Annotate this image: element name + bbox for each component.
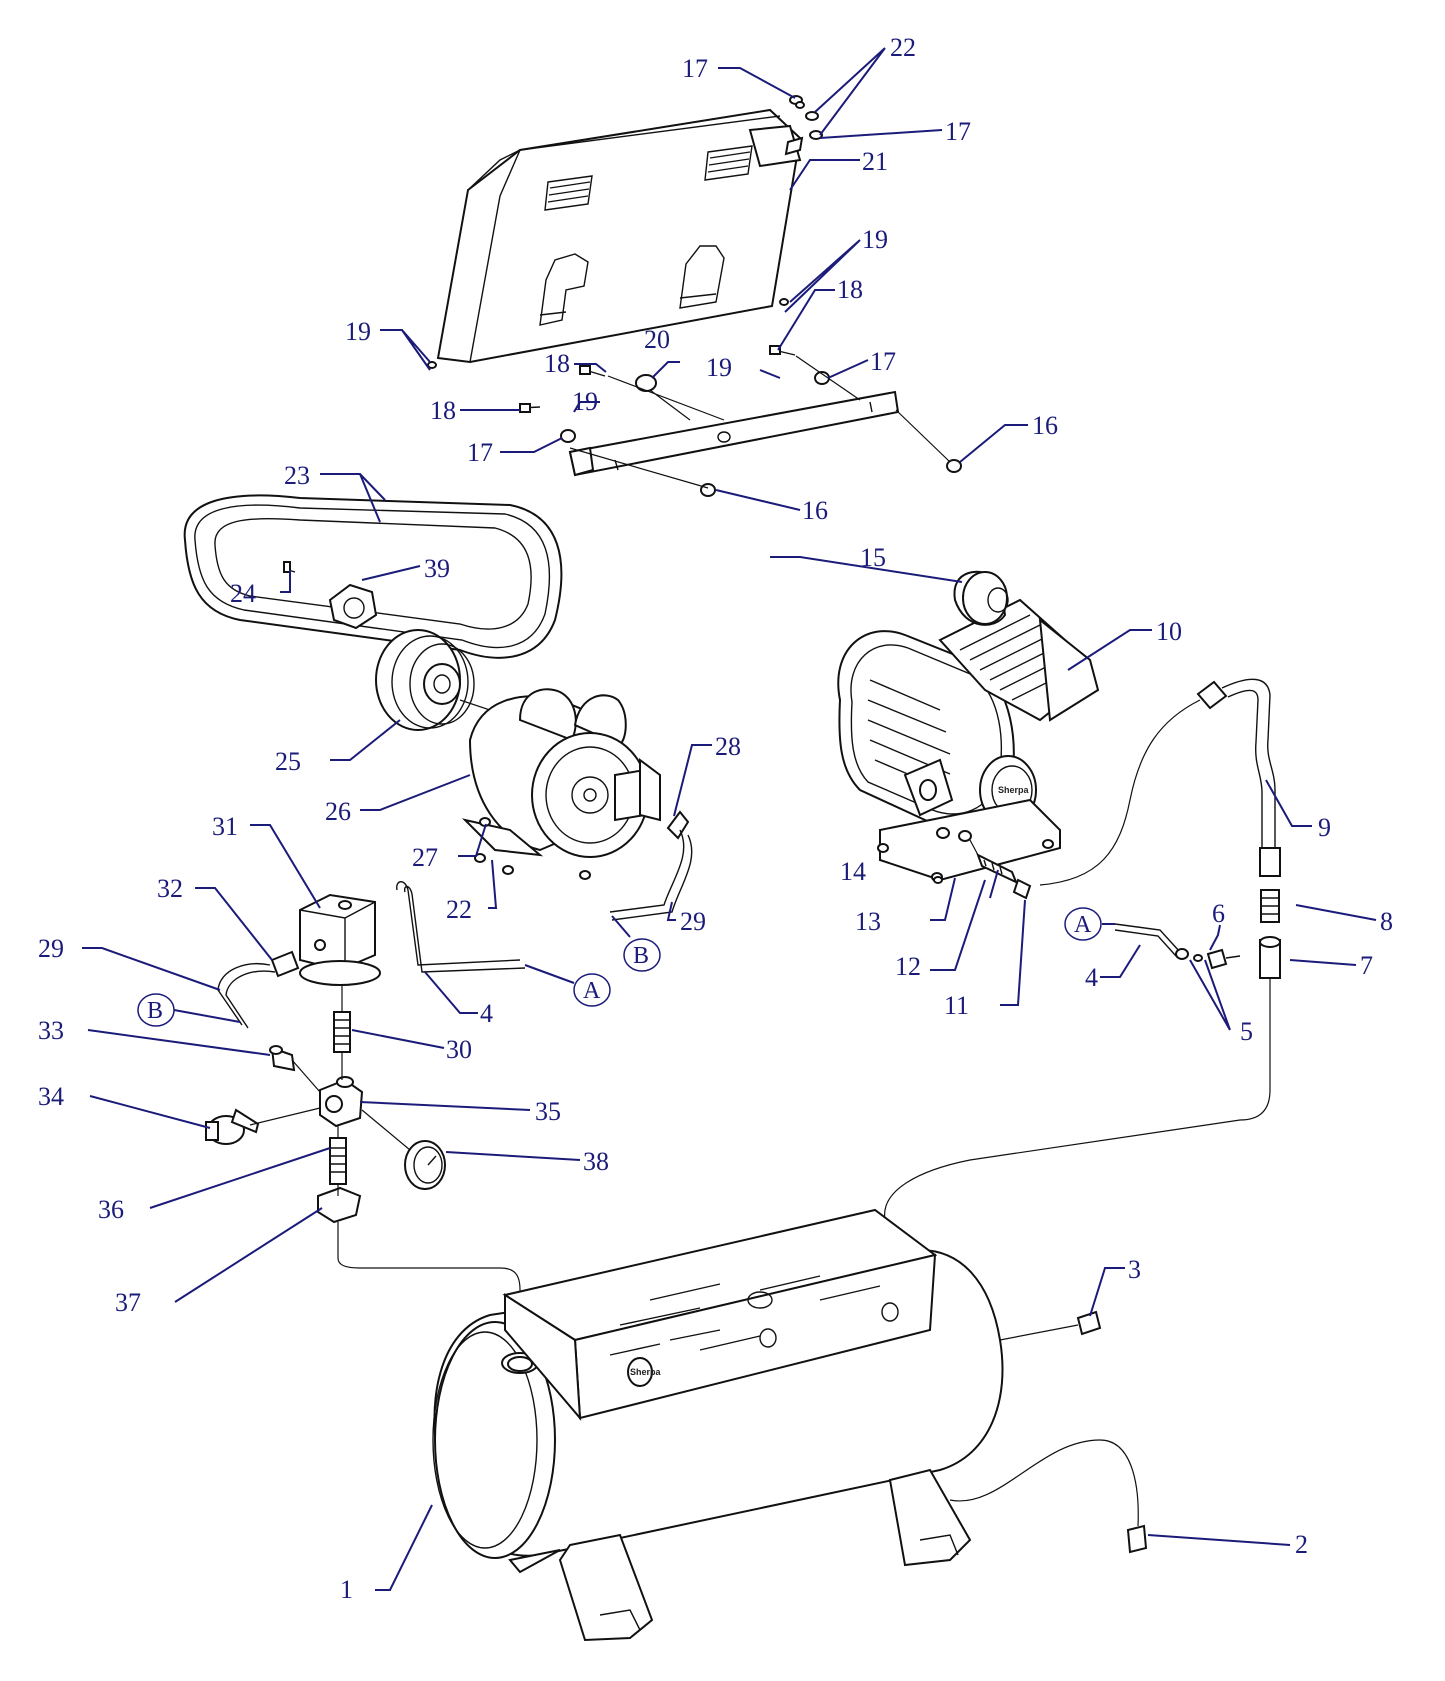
callout-15: 15	[860, 543, 886, 572]
ref-label: A	[1074, 912, 1092, 938]
fitting-union	[1260, 889, 1280, 923]
motor-cord	[609, 810, 693, 921]
callout-29: 29	[38, 934, 64, 963]
discharge-tube-right	[1039, 678, 1281, 886]
callout-17: 17	[467, 438, 493, 467]
ref-badge-a-left: A	[573, 973, 611, 1007]
callout-26: 26	[325, 797, 351, 826]
callout-7: 7	[1360, 951, 1373, 980]
callout-4: 4	[480, 999, 493, 1028]
reference-badges: A A B B	[137, 907, 1102, 1027]
callout-6: 6	[1212, 899, 1225, 928]
callout-2: 2	[1295, 1530, 1308, 1559]
callout-27: 27	[412, 843, 438, 872]
callout-16: 16	[802, 496, 828, 525]
safety-valve	[269, 1045, 296, 1072]
callout-19: 19	[572, 387, 598, 416]
callout-34: 34	[38, 1082, 64, 1111]
callout-5: 5	[1240, 1017, 1253, 1046]
callout-18: 18	[837, 275, 863, 304]
callout-3: 3	[1128, 1255, 1141, 1284]
motor-pulley	[375, 629, 521, 731]
small-hardware-top	[789, 95, 823, 140]
callout-14: 14	[840, 857, 866, 886]
callout-29: 29	[680, 907, 706, 936]
callout-10: 10	[1156, 617, 1182, 646]
callout-36: 36	[98, 1195, 124, 1224]
ref-badge-a-right: A	[1064, 907, 1102, 941]
flywheel-hub	[283, 561, 378, 630]
leader-lines	[82, 47, 1377, 1591]
callout-9: 9	[1318, 813, 1331, 842]
ref-label: B	[633, 943, 649, 969]
callout-32: 32	[157, 874, 183, 903]
callout-1: 1	[340, 1575, 353, 1604]
callout-18: 18	[544, 349, 570, 378]
callout-20: 20	[644, 325, 670, 354]
callout-labels: 17 22 17 21 19 19 18 17 18 20 19 18 19 1…	[38, 33, 1393, 1604]
tank-plug	[999, 1310, 1102, 1341]
callout-22: 22	[446, 895, 472, 924]
cross-fitting	[319, 1076, 364, 1128]
callout-17: 17	[870, 347, 896, 376]
discharge-tube-left	[396, 881, 526, 973]
callout-19: 19	[706, 353, 732, 382]
unloader-tube-right	[1114, 923, 1241, 970]
ref-label: A	[583, 978, 601, 1004]
callout-21: 21	[862, 147, 888, 176]
belt-guard-cover	[436, 108, 802, 364]
pump-breather-tube	[958, 830, 1032, 900]
pressure-gauge	[404, 1140, 446, 1190]
ball-valve	[205, 1108, 260, 1145]
ref-label: B	[147, 998, 163, 1024]
callout-33: 33	[38, 1016, 64, 1045]
assembly-lines-left	[249, 985, 521, 1365]
callout-35: 35	[535, 1097, 561, 1126]
callout-38: 38	[583, 1147, 609, 1176]
pressure-switch	[299, 893, 381, 986]
callout-37: 37	[115, 1288, 141, 1317]
callout-30: 30	[446, 1035, 472, 1064]
callout-39: 39	[424, 554, 450, 583]
callout-16: 16	[1032, 411, 1058, 440]
callout-11: 11	[944, 991, 969, 1020]
callout-22: 22	[890, 33, 916, 62]
guard-top-bracket	[748, 124, 804, 168]
reducer-bushing	[317, 1186, 362, 1224]
callout-13: 13	[855, 907, 881, 936]
electric-motor	[461, 688, 661, 880]
callout-25: 25	[275, 747, 301, 776]
nipple-upper	[333, 1011, 351, 1053]
check-valve	[884, 936, 1281, 1221]
drain-fitting	[949, 1439, 1148, 1554]
cord-connector	[270, 950, 300, 978]
callout-12: 12	[895, 952, 921, 981]
pump-logo: Sherpa	[998, 785, 1030, 795]
callout-19: 19	[862, 225, 888, 254]
ref-badge-b-switch: B	[137, 993, 175, 1027]
tank-logo: Sherpa	[630, 1367, 662, 1377]
callout-24: 24	[230, 579, 256, 608]
callout-19: 19	[345, 317, 371, 346]
callout-28: 28	[715, 732, 741, 761]
callout-8: 8	[1380, 907, 1393, 936]
callout-18: 18	[430, 396, 456, 425]
nipple-lower	[329, 1137, 347, 1185]
callout-4: 4	[1085, 963, 1098, 992]
switch-cord	[217, 963, 276, 1029]
ref-badge-b-motor: B	[623, 938, 661, 972]
callout-31: 31	[212, 812, 238, 841]
pump-mounting-plate: Sherpa	[502, 1208, 938, 1421]
callout-17: 17	[945, 117, 971, 146]
callout-23: 23	[284, 461, 310, 490]
callout-17: 17	[682, 54, 708, 83]
compressor-pump: Sherpa	[837, 570, 1100, 884]
